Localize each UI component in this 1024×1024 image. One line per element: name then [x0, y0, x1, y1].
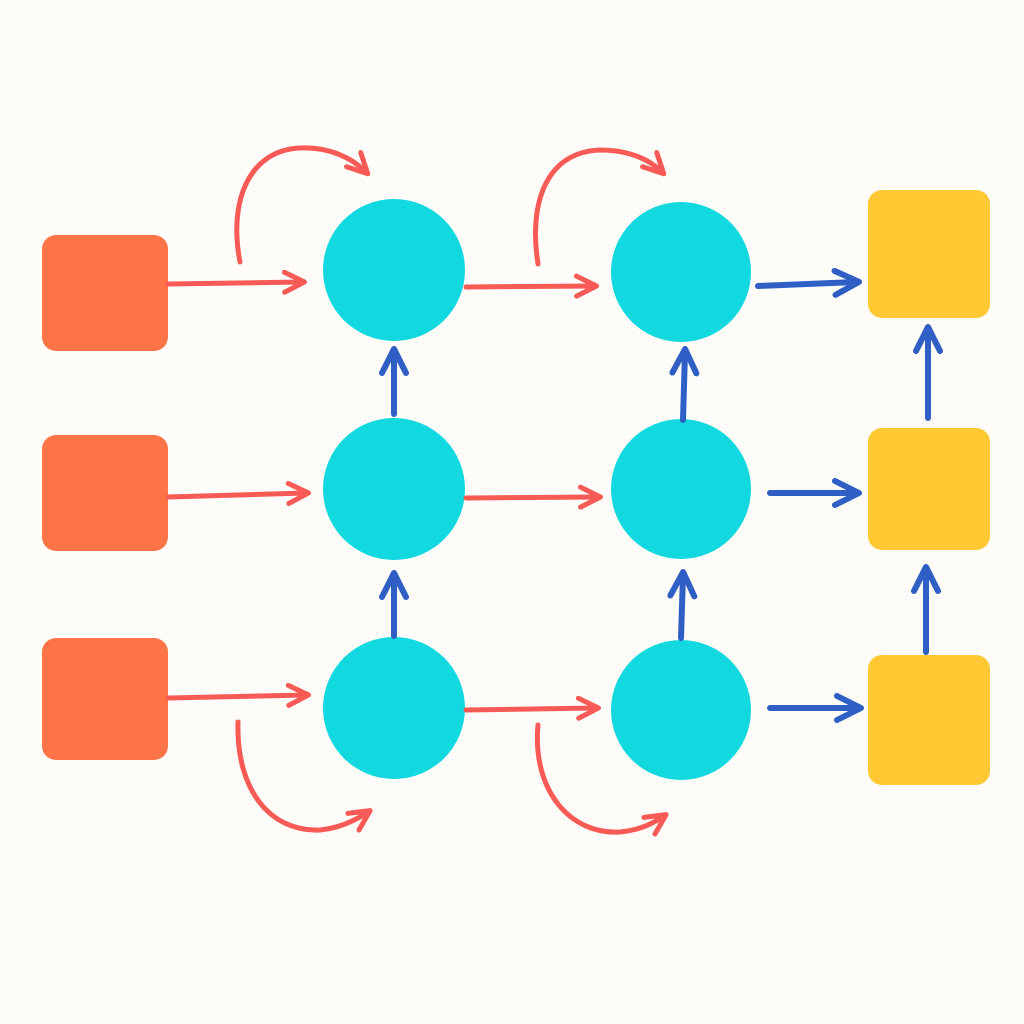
- input-node-3: [42, 638, 168, 760]
- hidden-node-c2-r1: [611, 202, 751, 342]
- hidden-node-c1-r2: [323, 418, 465, 560]
- red-curved-arrow: [534, 722, 669, 837]
- input-node-2: [42, 435, 168, 551]
- red-arrow: [165, 481, 311, 507]
- output-node-1: [868, 190, 990, 318]
- input-node-1: [42, 235, 168, 351]
- hidden-node-c2-r3: [611, 640, 751, 780]
- blue-up-arrow: [669, 346, 700, 423]
- red-arrow: [463, 484, 603, 510]
- red-arrow: [165, 682, 311, 708]
- hidden-node-c1-r1: [323, 199, 465, 341]
- output-node-2: [868, 428, 990, 550]
- red-arrow: [165, 269, 307, 295]
- red-arrow: [463, 273, 599, 299]
- output-node-3: [868, 655, 990, 785]
- hidden-node-c1-r3: [323, 637, 465, 779]
- red-curved-arrow: [533, 147, 667, 267]
- red-curved-arrow: [234, 145, 371, 265]
- blue-up-arrow: [667, 569, 698, 641]
- red-curved-arrow: [235, 719, 373, 833]
- red-arrow: [463, 695, 601, 721]
- hidden-node-c2-r2: [611, 419, 751, 559]
- blue-arrow: [755, 267, 862, 298]
